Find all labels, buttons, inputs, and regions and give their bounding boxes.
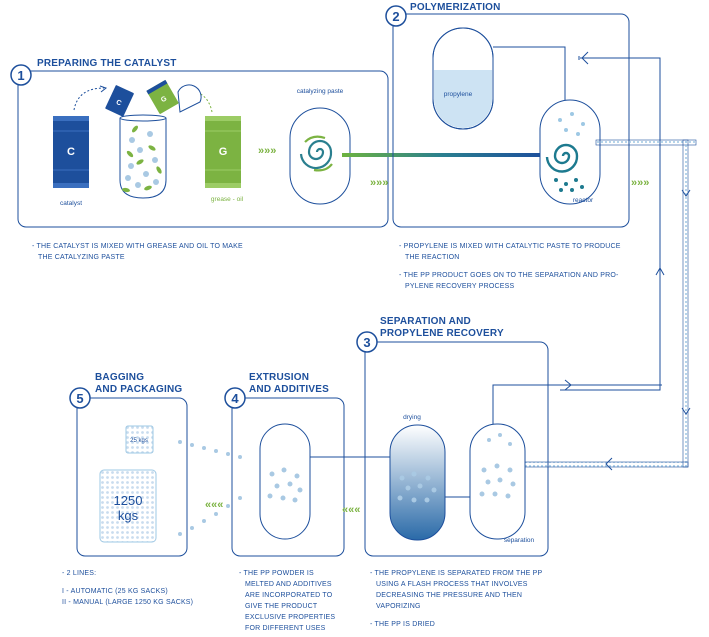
step-3-note-line-5: - THE PP IS DRIED (370, 621, 435, 628)
step-2-note-line-1: - PROPYLENE IS MIXED WITH CATALYTIC PAST… (399, 243, 621, 250)
separator-vessel (469, 423, 526, 540)
step-3-title-line-1: SEPARATION AND (380, 316, 471, 327)
step-1-note-line-1: - THE CATALYST IS MIXED WITH GREASE AND … (32, 243, 243, 250)
step-2-note-line-3: - THE PP PRODUCT GOES ON TO THE SEPARATI… (399, 272, 619, 279)
step-1-panel: 1 PREPARING THE CATALYST C catalyst (10, 58, 389, 228)
propylene-pipe (493, 46, 566, 100)
step-4-note-line-6: FOR DIFFERENT USES (245, 625, 326, 632)
step-4-box (231, 397, 345, 557)
step-5-panel: 5 BAGGING AND PACKAGING 25 kgs 1250 kgs (69, 372, 188, 557)
reactor-label: reactor (573, 197, 594, 204)
step-1-title: PREPARING THE CATALYST (37, 58, 177, 69)
paste-vessel (289, 107, 351, 205)
grease-oil-drum: G (205, 116, 241, 188)
step-5-box (76, 397, 188, 557)
step-2-number: 2 (392, 9, 399, 24)
step-4-note-line-2: MELTED AND ADDITIVES (245, 581, 332, 588)
catalyst-label: catalyst (60, 200, 82, 207)
step-1-box (17, 70, 389, 228)
drying-label: drying (403, 414, 421, 421)
small-catalyst-drum-letter: C (115, 99, 123, 107)
paste-swirl-icon (299, 135, 333, 172)
step-1-circle (10, 64, 32, 86)
step-4-panel: 4 EXTRUSION AND ADDITIVES ««« ««« (205, 372, 360, 557)
step-2-note-line-2: THE REACTION (405, 254, 460, 261)
step-3-note-line-4: VAPORIZING (376, 603, 421, 610)
step-4-title-line-2: AND ADDITIVES (249, 384, 329, 395)
small-catalyst-drum: C (105, 85, 134, 117)
step-3-note-line-1: - THE PROPYLENE IS SEPARATED FROM THE PP (370, 570, 543, 577)
grease-drum-letter: G (219, 146, 228, 158)
step-4-note-line-5: EXCLUSIVE PROPERTIES (245, 614, 335, 621)
grease-oil-label: grease - oil (211, 196, 244, 203)
step-3-note-line-2: USING A FLASH PROCESS THAT INVOLVES (376, 581, 528, 588)
step-5-note-line-2: I - AUTOMATIC (25 KG SACKS) (62, 588, 168, 595)
lid-icon (177, 84, 202, 113)
propylene-liquid (434, 70, 492, 128)
step-1-number: 1 (17, 68, 24, 83)
step-5-note-line-1: - 2 LINES: (62, 570, 96, 577)
step-3-note-line-3: DECREASING THE PRESSURE AND THEN (376, 592, 522, 599)
flow-arrow-3: »»» (631, 177, 649, 189)
catalyst-drum: C (53, 116, 89, 188)
step-3-circle (356, 331, 378, 353)
large-sack-label-line-1: 1250 (114, 493, 143, 508)
step-2-title: POLYMERIZATION (410, 2, 501, 13)
step-5-number: 5 (76, 391, 83, 406)
large-sack-label-line-2: kgs (118, 508, 139, 523)
step-4-note-line-4: GIVE THE PRODUCT (245, 603, 318, 610)
small-sack (125, 425, 154, 454)
step-2-circle (385, 5, 407, 27)
mixing-beaker (119, 114, 167, 199)
small-grease-drum-letter: G (160, 95, 169, 104)
step-5-note-line-3: II - MANUAL (LARGE 1250 KG SACKS) (62, 599, 193, 606)
recirculation-pipes (492, 51, 697, 471)
reactor-particles (554, 178, 584, 192)
step-1-note-line-2: THE CATALYZING PASTE (38, 254, 125, 261)
step-4-number: 4 (231, 391, 239, 406)
step-4-note-line-1: - THE PP POWDER IS (239, 570, 314, 577)
reactor-swirl-icon (545, 143, 579, 173)
small-sack-label: 25 kgs (130, 438, 148, 444)
paste-pipe (342, 153, 542, 157)
flow-arrow-4: ««« (342, 504, 360, 516)
step-4-circle (224, 387, 246, 409)
step-3-panel: 3 SEPARATION AND PROPYLENE RECOVERY dryi… (310, 316, 549, 557)
catalyzing-paste-label: catalyzing paste (297, 88, 344, 95)
extruder-vessel (259, 423, 311, 540)
separation-label: separation (504, 537, 535, 544)
step-5-title-line-2: AND PACKAGING (95, 384, 182, 395)
step-4-title-line-1: EXTRUSION (249, 372, 309, 383)
catalyst-pour-arrow (73, 87, 105, 111)
reactor-vessel (539, 99, 601, 205)
step-3-title-line-2: PROPYLENE RECOVERY (380, 328, 504, 339)
step-3-box (364, 341, 549, 557)
flow-arrow-5: ««« (205, 499, 223, 511)
dryer-vessel (389, 424, 446, 541)
small-grease-drum: G (146, 79, 179, 114)
flow-arrow-1: »»» (258, 145, 276, 157)
step-5-title-line-1: BAGGING (95, 372, 144, 383)
catalyst-drum-letter: C (67, 146, 75, 158)
step-2-box (392, 13, 630, 228)
large-sack (99, 469, 157, 543)
pellet-stream (178, 440, 242, 536)
step-2-note-line-4: PYLENE RECOVERY PROCESS (405, 283, 515, 290)
flow-arrow-2: »»» (370, 177, 388, 189)
step-3-number: 3 (363, 335, 370, 350)
propylene-label: propylene (444, 91, 473, 98)
step-4-note-line-3: ARE INCORPORATED TO (245, 592, 333, 599)
return-line (560, 56, 661, 391)
step-2-panel: 2 POLYMERIZATION propylene reactor »»» (385, 2, 649, 228)
step-5-circle (69, 387, 91, 409)
